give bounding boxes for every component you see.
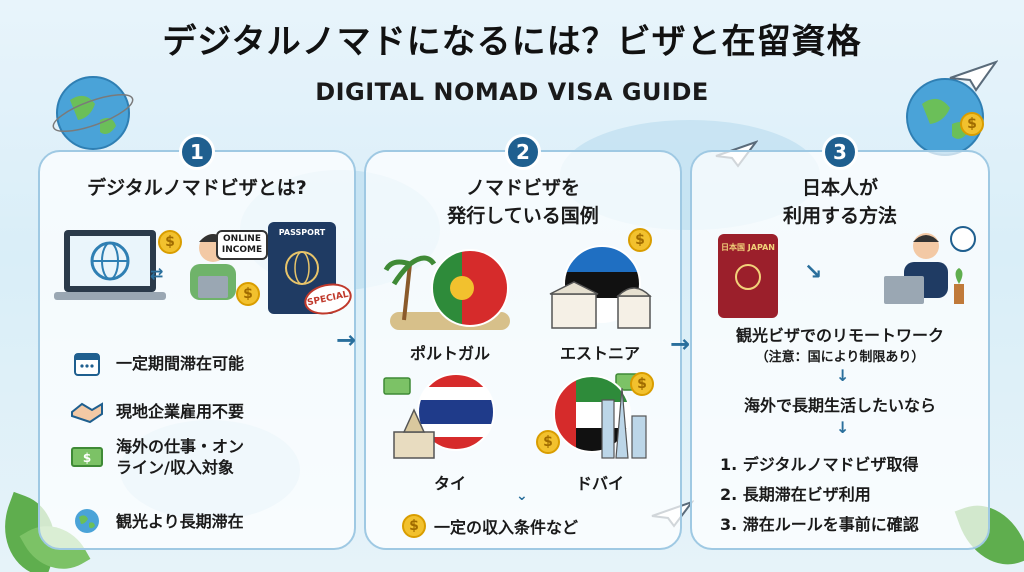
panel-what-is-visa: 1 デジタルノマドビザとは? ⇄ $ $ ONLINE INCOME PASSP… <box>38 134 356 550</box>
estonia-flag-icon <box>549 245 652 329</box>
step-long-term: 海外で長期生活したいなら <box>743 396 936 415</box>
arrow-curve-icon: ↘ <box>804 260 823 285</box>
chevron-down-icon: ⌄ <box>516 488 528 504</box>
globe-icon <box>906 78 984 156</box>
feature-text-line1: 海外の仕事・オン <box>116 437 245 456</box>
feature-no-local-employment: 現地企業雇用不要 <box>70 396 244 426</box>
coin-icon: $ <box>402 514 426 538</box>
feature-stay-period: 一定期間滞在可能 <box>70 348 244 378</box>
panel-title: ノマドビザを 発行している国例 <box>366 174 680 230</box>
step-number: 2 <box>505 134 541 170</box>
paper-plane-icon <box>949 60 998 92</box>
thailand-flag-icon <box>383 373 495 459</box>
feature-text: 観光より長期滞在 <box>116 511 244 531</box>
chat-avatar-icon <box>950 226 976 252</box>
panel-title-line1: 日本人が <box>801 177 878 199</box>
country-name: ドバイ <box>575 474 624 493</box>
arrow-right-icon: → <box>336 326 357 354</box>
country-portugal: ポルトガル <box>380 244 520 364</box>
coin-icon: $ <box>630 372 654 396</box>
income-requirement: $ 一定の収入条件など <box>402 514 578 538</box>
step-tourist-remote: 観光ビザでのリモートワーク <box>735 326 944 345</box>
uae-flag-icon <box>553 373 647 459</box>
country-thailand: タイ <box>380 370 520 494</box>
page-title: デジタルノマドになるには？ビザと在留資格 <box>162 22 862 62</box>
step-number: 1 <box>179 134 215 170</box>
panel-title-line2: 発行している国例 <box>447 205 599 227</box>
list-item: 3. 滞在ルールを事前に確認 <box>720 515 919 534</box>
panel-title: 日本人が 利用する方法 <box>692 174 988 230</box>
feature-overseas-income: $ 海外の仕事・オン ライン/収入対象 <box>70 436 244 478</box>
coin-icon: $ <box>960 112 984 136</box>
country-dubai: ドバイ <box>530 370 670 494</box>
list-item: 2. 長期滞在ビザ利用 <box>720 485 871 504</box>
globe-icon <box>52 76 134 150</box>
options-list: 1. デジタルノマドビザ取得 2. 長期滞在ビザ利用 3. 滞在ルールを事前に確… <box>720 450 919 540</box>
feature-text-line2: ライン/収入対象 <box>116 458 234 477</box>
step-number: 3 <box>822 134 858 170</box>
coin-icon: $ <box>236 282 260 306</box>
country-name: エストニア <box>559 344 640 363</box>
online-income-badge: ONLINE INCOME <box>216 230 268 260</box>
list-item: 1. デジタルノマドビザ取得 <box>720 455 919 474</box>
svg-text:$: $ <box>83 451 91 465</box>
panel-title: デジタルノマドビザとは? <box>87 177 307 199</box>
handshake-icon <box>70 396 104 426</box>
panel-how-to-use: 3 日本人が 利用する方法 日本国 JAPAN ↘ 観光ビザでのリモートワーク … <box>690 134 990 550</box>
calendar-icon <box>70 348 104 378</box>
passport-label: 日本国 JAPAN <box>721 243 775 252</box>
money-icon: $ <box>70 442 104 472</box>
arrow-right-icon: → <box>670 330 691 358</box>
globe-icon <box>70 506 104 536</box>
laptop-icon <box>54 230 166 300</box>
coin-icon: $ <box>536 430 560 454</box>
exchange-arrow-icon: ⇄ <box>150 264 164 283</box>
country-estonia: エストニア <box>530 244 670 364</box>
feature-text: 現地企業雇用不要 <box>116 401 245 421</box>
country-name: タイ <box>433 474 466 493</box>
step-tourist-note: （注意：国により制限あり） <box>755 350 925 365</box>
arrow-down-icon: ↓ <box>836 418 850 437</box>
arrow-down-icon: ↓ <box>836 366 850 385</box>
feature-long-stay: 観光より長期滞在 <box>70 506 244 536</box>
passport-label: PASSPORT <box>278 228 326 237</box>
remote-worker-avatar <box>884 233 964 304</box>
country-name: ポルトガル <box>409 344 490 363</box>
coin-icon: $ <box>158 230 182 254</box>
feature-text: 一定期間滞在可能 <box>116 353 245 373</box>
japan-passport-icon: 日本国 JAPAN <box>718 234 778 318</box>
page-subtitle: DIGITAL NOMAD VISA GUIDE <box>315 78 709 106</box>
panel-issuing-countries: 2 ノマドビザを 発行している国例 $ ポルトガル エストニア <box>364 134 682 550</box>
income-requirement-text: 一定の収入条件など <box>434 518 579 537</box>
panel-title-line1: ノマドビザを <box>465 177 580 199</box>
panel-title-line2: 利用する方法 <box>782 205 897 227</box>
portugal-flag-icon <box>383 249 510 330</box>
coin-icon: $ <box>628 228 652 252</box>
